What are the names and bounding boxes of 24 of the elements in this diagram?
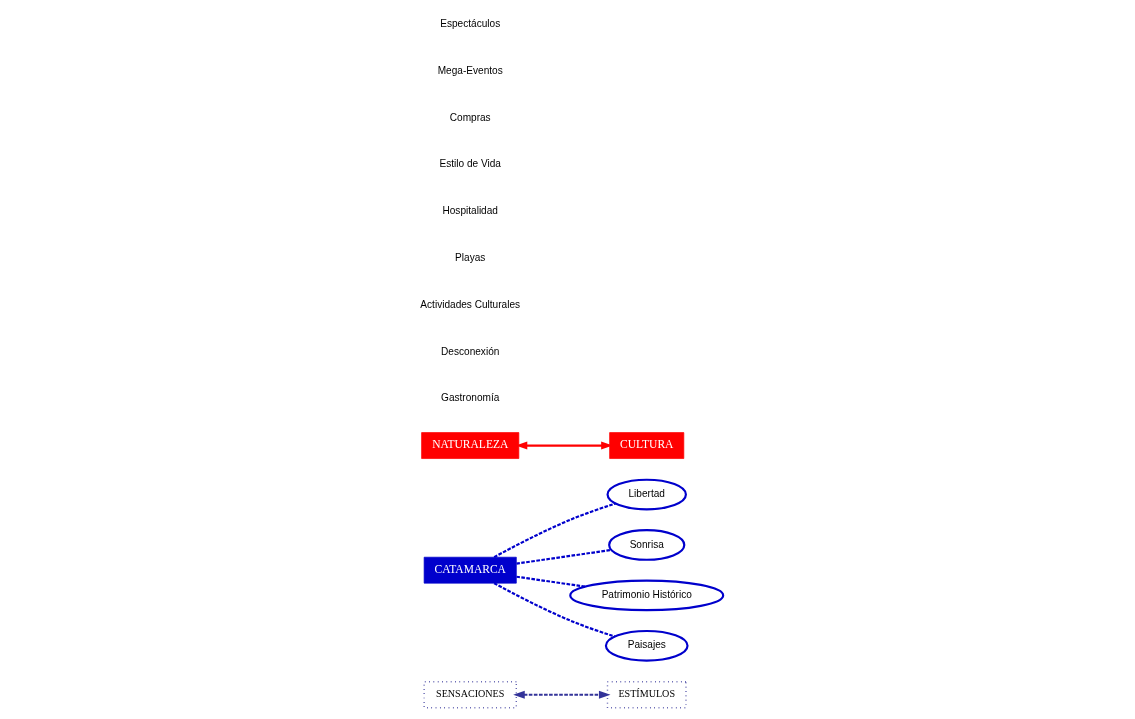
node-box: CULTURA <box>609 432 685 459</box>
connector <box>516 548 612 565</box>
node-ellipse: Paisajes <box>604 629 689 662</box>
label: Hospitalidad <box>442 205 498 217</box>
label: Desconexión <box>441 345 500 357</box>
connector <box>493 502 616 559</box>
node-box: NATURALEZA <box>421 432 520 459</box>
label: Actividades Culturales <box>420 298 521 310</box>
arrow <box>515 441 613 450</box>
label: Gastronomía <box>441 392 500 404</box>
node-box: ESTÍMULOS <box>606 681 687 709</box>
connector <box>516 575 586 588</box>
label: Mega-Eventos <box>437 64 503 76</box>
label: Compras <box>449 111 491 123</box>
label: Playas <box>455 251 486 263</box>
node-box: SENSACIONES <box>423 681 518 709</box>
node-ellipse: Libertad <box>606 478 687 511</box>
arrow <box>513 690 611 699</box>
connector <box>493 582 616 638</box>
node-ellipse: Patrimonio Histórico <box>569 579 725 612</box>
label: Estilo de Vida <box>439 158 501 170</box>
label: Espectáculos <box>440 17 501 29</box>
node-box: CATAMARCA <box>423 556 517 584</box>
node-ellipse: Sonrisa <box>608 529 686 561</box>
